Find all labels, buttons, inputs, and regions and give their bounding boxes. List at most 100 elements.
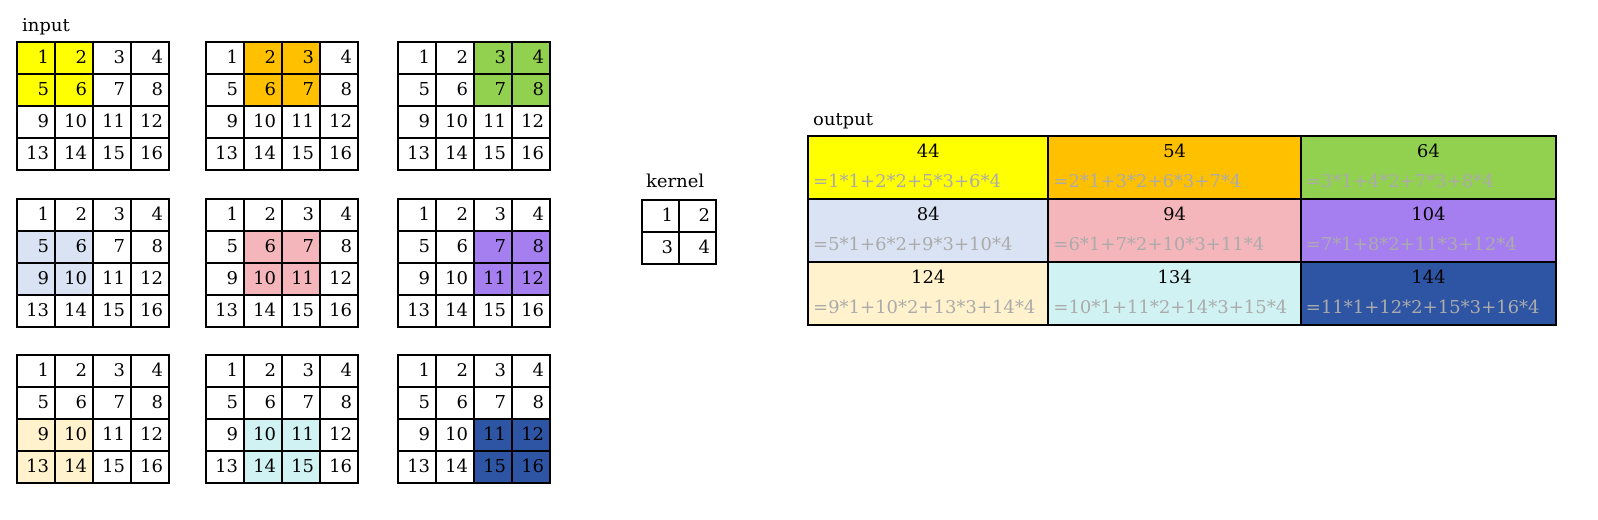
output-value: 104 xyxy=(1411,204,1446,225)
grid-cell: 13 xyxy=(205,137,245,171)
grid-cell: 3 xyxy=(281,198,321,232)
output-cell: 124=9*1+10*2+13*3+14*4 xyxy=(806,261,1050,326)
grid-cell: 4 xyxy=(319,41,359,75)
grid-cell: 12 xyxy=(511,105,551,139)
grid-cell: 2 xyxy=(435,41,475,75)
grid-cell: 16 xyxy=(511,294,551,328)
grid-cell: 9 xyxy=(397,262,437,296)
grid-cell: 7 xyxy=(281,73,321,107)
grid-cell: 14 xyxy=(54,137,94,171)
grid-cell: 1 xyxy=(205,41,245,75)
grid-cell: 14 xyxy=(54,450,94,484)
grid-cell: 1 xyxy=(16,41,56,75)
grid-cell: 8 xyxy=(130,386,170,420)
grid-cell: 5 xyxy=(16,230,56,264)
grid-cell: 4 xyxy=(319,198,359,232)
grid-cell: 9 xyxy=(205,105,245,139)
output-cell: 84=5*1+6*2+9*3+10*4 xyxy=(806,198,1050,263)
grid-cell: 3 xyxy=(473,354,513,388)
grid-cell: 10 xyxy=(54,418,94,452)
output-formula: =2*1+3*2+6*3+7*4 xyxy=(1053,171,1242,192)
output-cell: 64=3*1+4*2+7*3+8*4 xyxy=(1299,135,1558,200)
grid-cell: 2 xyxy=(54,198,94,232)
grid-cell: 4 xyxy=(511,354,551,388)
grid-cell: 4 xyxy=(130,354,170,388)
kernel-cell: 1 xyxy=(641,199,680,233)
grid-cell: 8 xyxy=(511,386,551,420)
grid-cell: 16 xyxy=(511,137,551,171)
grid-cell: 2 xyxy=(243,354,283,388)
grid-cell: 2 xyxy=(243,198,283,232)
grid-cell: 2 xyxy=(243,41,283,75)
grid-cell: 8 xyxy=(511,230,551,264)
grid-cell: 12 xyxy=(319,105,359,139)
grid-cell: 3 xyxy=(473,198,513,232)
grid-cell: 11 xyxy=(92,418,132,452)
grid-cell: 14 xyxy=(243,294,283,328)
grid-cell: 13 xyxy=(16,450,56,484)
output-label: output xyxy=(813,109,874,130)
output-value: 84 xyxy=(916,204,940,225)
grid-cell: 16 xyxy=(130,294,170,328)
grid-cell: 11 xyxy=(92,262,132,296)
output-value: 94 xyxy=(1163,204,1187,225)
grid-cell: 14 xyxy=(54,294,94,328)
grid-cell: 5 xyxy=(397,230,437,264)
grid-cell: 9 xyxy=(16,262,56,296)
grid-cell: 10 xyxy=(54,105,94,139)
grid-cell: 6 xyxy=(54,73,94,107)
grid-cell: 12 xyxy=(511,262,551,296)
output-value: 144 xyxy=(1411,267,1446,288)
grid-cell: 15 xyxy=(92,294,132,328)
kernel-cell: 3 xyxy=(641,231,680,265)
grid-cell: 1 xyxy=(205,354,245,388)
grid-cell: 7 xyxy=(281,386,321,420)
grid-cell: 16 xyxy=(130,137,170,171)
output-formula: =11*1+12*2+15*3+16*4 xyxy=(1305,297,1540,318)
output-cell: 104=7*1+8*2+11*3+12*4 xyxy=(1299,198,1558,263)
grid-cell: 9 xyxy=(205,418,245,452)
grid-cell: 15 xyxy=(92,450,132,484)
kernel-cell: 2 xyxy=(678,199,717,233)
grid-cell: 12 xyxy=(130,418,170,452)
output-formula: =3*1+4*2+7*3+8*4 xyxy=(1305,171,1494,192)
grid-cell: 12 xyxy=(511,418,551,452)
grid-cell: 13 xyxy=(205,294,245,328)
grid-cell: 10 xyxy=(54,262,94,296)
grid-cell: 3 xyxy=(92,354,132,388)
grid-cell: 2 xyxy=(54,354,94,388)
grid-cell: 8 xyxy=(130,230,170,264)
grid-cell: 6 xyxy=(243,386,283,420)
grid-cell: 8 xyxy=(319,386,359,420)
grid-cell: 5 xyxy=(205,73,245,107)
grid-cell: 11 xyxy=(281,418,321,452)
grid-cell: 7 xyxy=(92,386,132,420)
grid-cell: 8 xyxy=(511,73,551,107)
kernel-label: kernel xyxy=(646,171,705,192)
